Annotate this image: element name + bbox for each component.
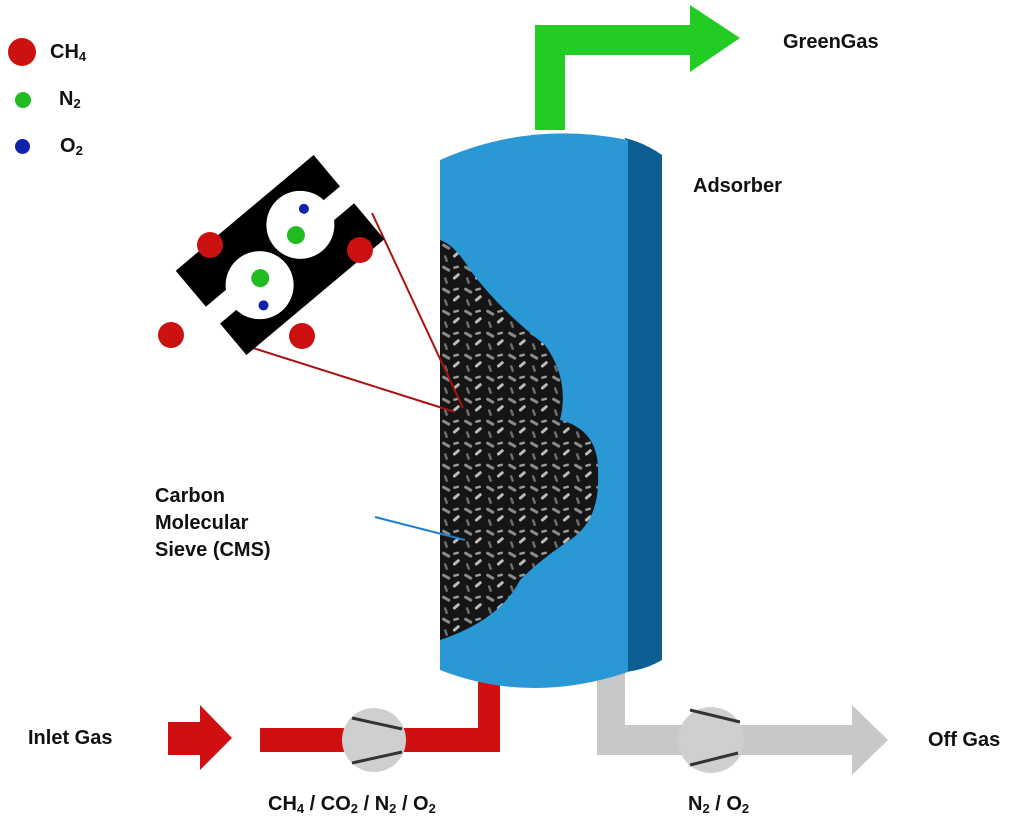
o2-molecule — [298, 203, 309, 214]
cms-pointer-line — [374, 516, 466, 541]
ch4-dot-icon — [8, 38, 36, 66]
cms-label: Carbon Molecular Sieve (CMS) — [155, 485, 271, 561]
carbon-molecular-sieve — [440, 240, 599, 640]
n2-molecule — [286, 226, 305, 245]
legend-label: O — [60, 135, 76, 157]
ch4-molecules — [158, 232, 373, 349]
offgas-valve[interactable] — [678, 707, 744, 773]
legend-label: N — [59, 88, 74, 110]
outlet-composition-label: N2 / O2 — [688, 793, 750, 816]
o2-dot-icon — [15, 139, 30, 154]
n2-molecule — [251, 269, 270, 288]
off-gas-label: Off Gas — [928, 729, 1001, 751]
o2-molecule — [258, 300, 269, 311]
legend-ch4: CH4 — [8, 38, 86, 66]
inlet-pipe — [168, 665, 500, 770]
legend-n2: N2 — [15, 88, 81, 111]
inlet-composition-label: CH4 / CO2 / N2 / O2 — [268, 793, 436, 816]
inlet-valve[interactable] — [342, 708, 406, 772]
inlet-arrow — [168, 705, 232, 770]
pore-inset — [175, 155, 385, 355]
offgas-pipe — [597, 665, 888, 775]
legend-label: CH — [50, 40, 79, 63]
inlet-gas-label: Inlet Gas — [28, 727, 113, 749]
legend-o2: O2 — [15, 135, 83, 158]
greengas-label: GreenGas — [783, 31, 879, 53]
adsorber-label: Adsorber — [693, 175, 782, 197]
n2-dot-icon — [15, 91, 31, 108]
zoom-callout — [252, 212, 466, 541]
adsorber-vessel — [440, 133, 662, 689]
greengas-outlet-arrow — [535, 5, 740, 130]
